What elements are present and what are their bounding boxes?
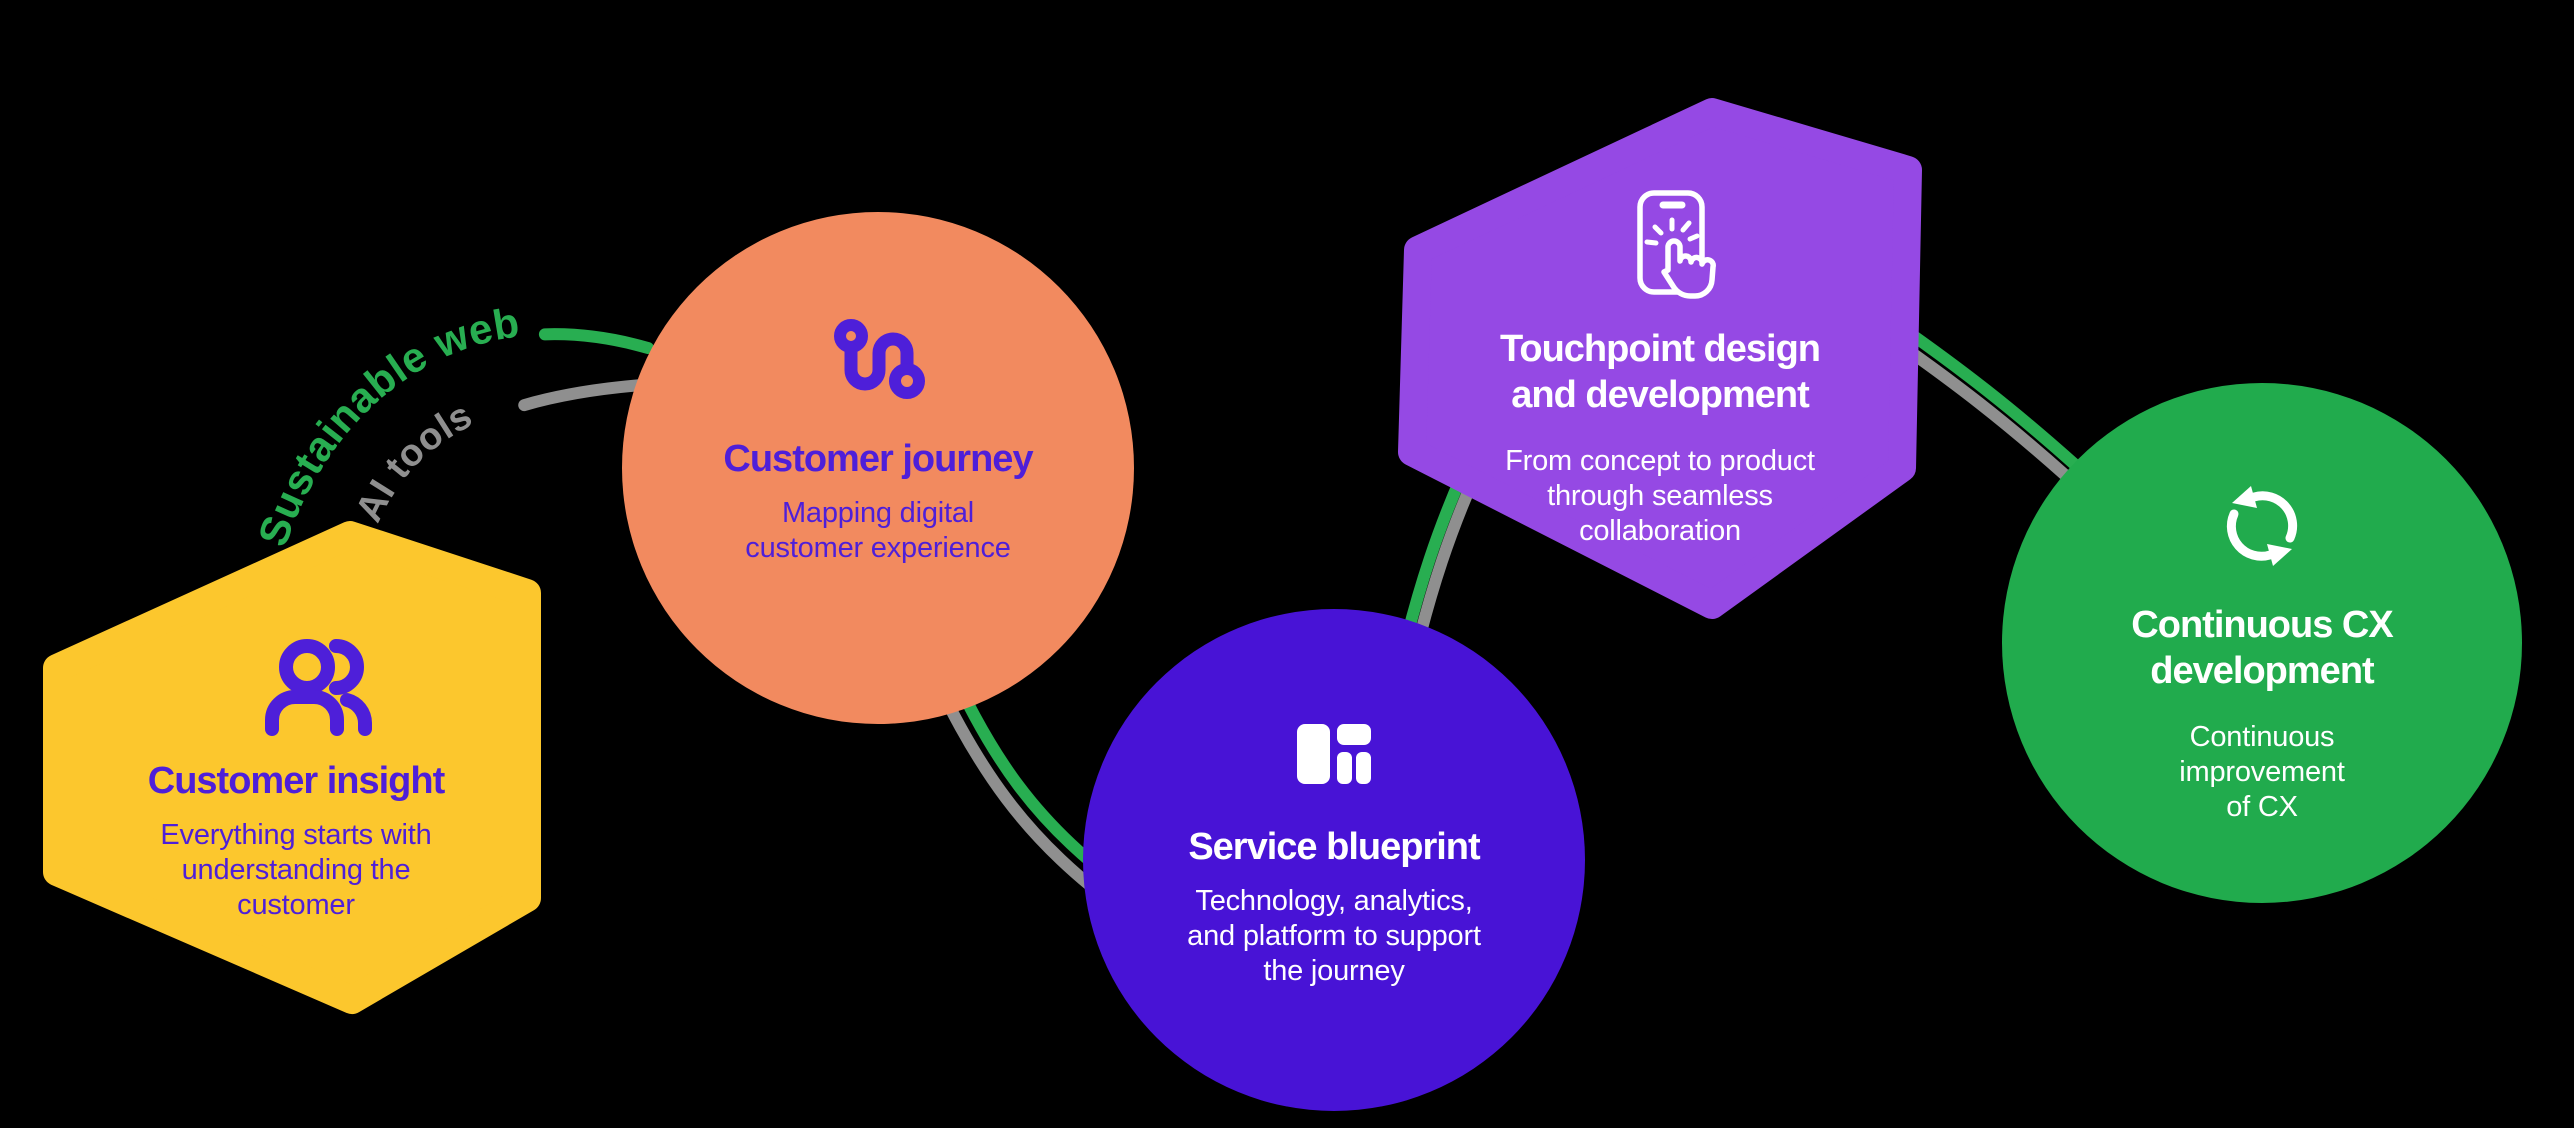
phone-tap-icon [1637, 190, 1716, 299]
circle-service-blueprint [1083, 609, 1585, 1111]
users-icon [265, 639, 372, 736]
step-card-service-blueprint: Service blueprint Technology, analytics,… [1074, 824, 1594, 989]
step-subtitle: Mapping digital customer experience [745, 497, 1011, 564]
step-subtitle: Everything starts with understanding the… [160, 819, 432, 921]
step-card-continuous-cx: Continuous CX development Continuous imp… [2002, 602, 2522, 825]
step-title: development [2150, 650, 2374, 692]
tap-spark-rays [1644, 217, 1700, 246]
step-subtitle: Continuous improvement of CX [2179, 721, 2345, 823]
journey-path-icon [834, 319, 925, 399]
circle-customer-journey [622, 212, 1134, 724]
step-title: Touchpoint design [1499, 328, 1821, 370]
circle-continuous-cx [2002, 383, 2522, 903]
step-card-touchpoint-design: Touchpoint design and development From c… [1400, 326, 1920, 549]
step-card-customer-insight: Customer insight Everything starts with … [36, 758, 556, 923]
step-card-customer-journey: Customer journey Mapping digital custome… [618, 436, 1138, 566]
step-title: Customer journey [723, 438, 1033, 480]
hexagon-customer-insight [43, 521, 541, 1014]
step-title: Continuous CX [2131, 604, 2393, 646]
step-title: Service blueprint [1188, 826, 1480, 868]
refresh-cycle-icon [2226, 486, 2298, 566]
step-title: Customer insight [147, 760, 445, 802]
step-subtitle: From concept to product through seamless… [1505, 445, 1815, 547]
step-subtitle: Technology, analytics, and platform to s… [1187, 885, 1481, 987]
layout-blocks-icon [1297, 724, 1371, 784]
hexagon-touchpoint-design [1398, 98, 1922, 619]
step-title: and development [1511, 374, 1810, 416]
